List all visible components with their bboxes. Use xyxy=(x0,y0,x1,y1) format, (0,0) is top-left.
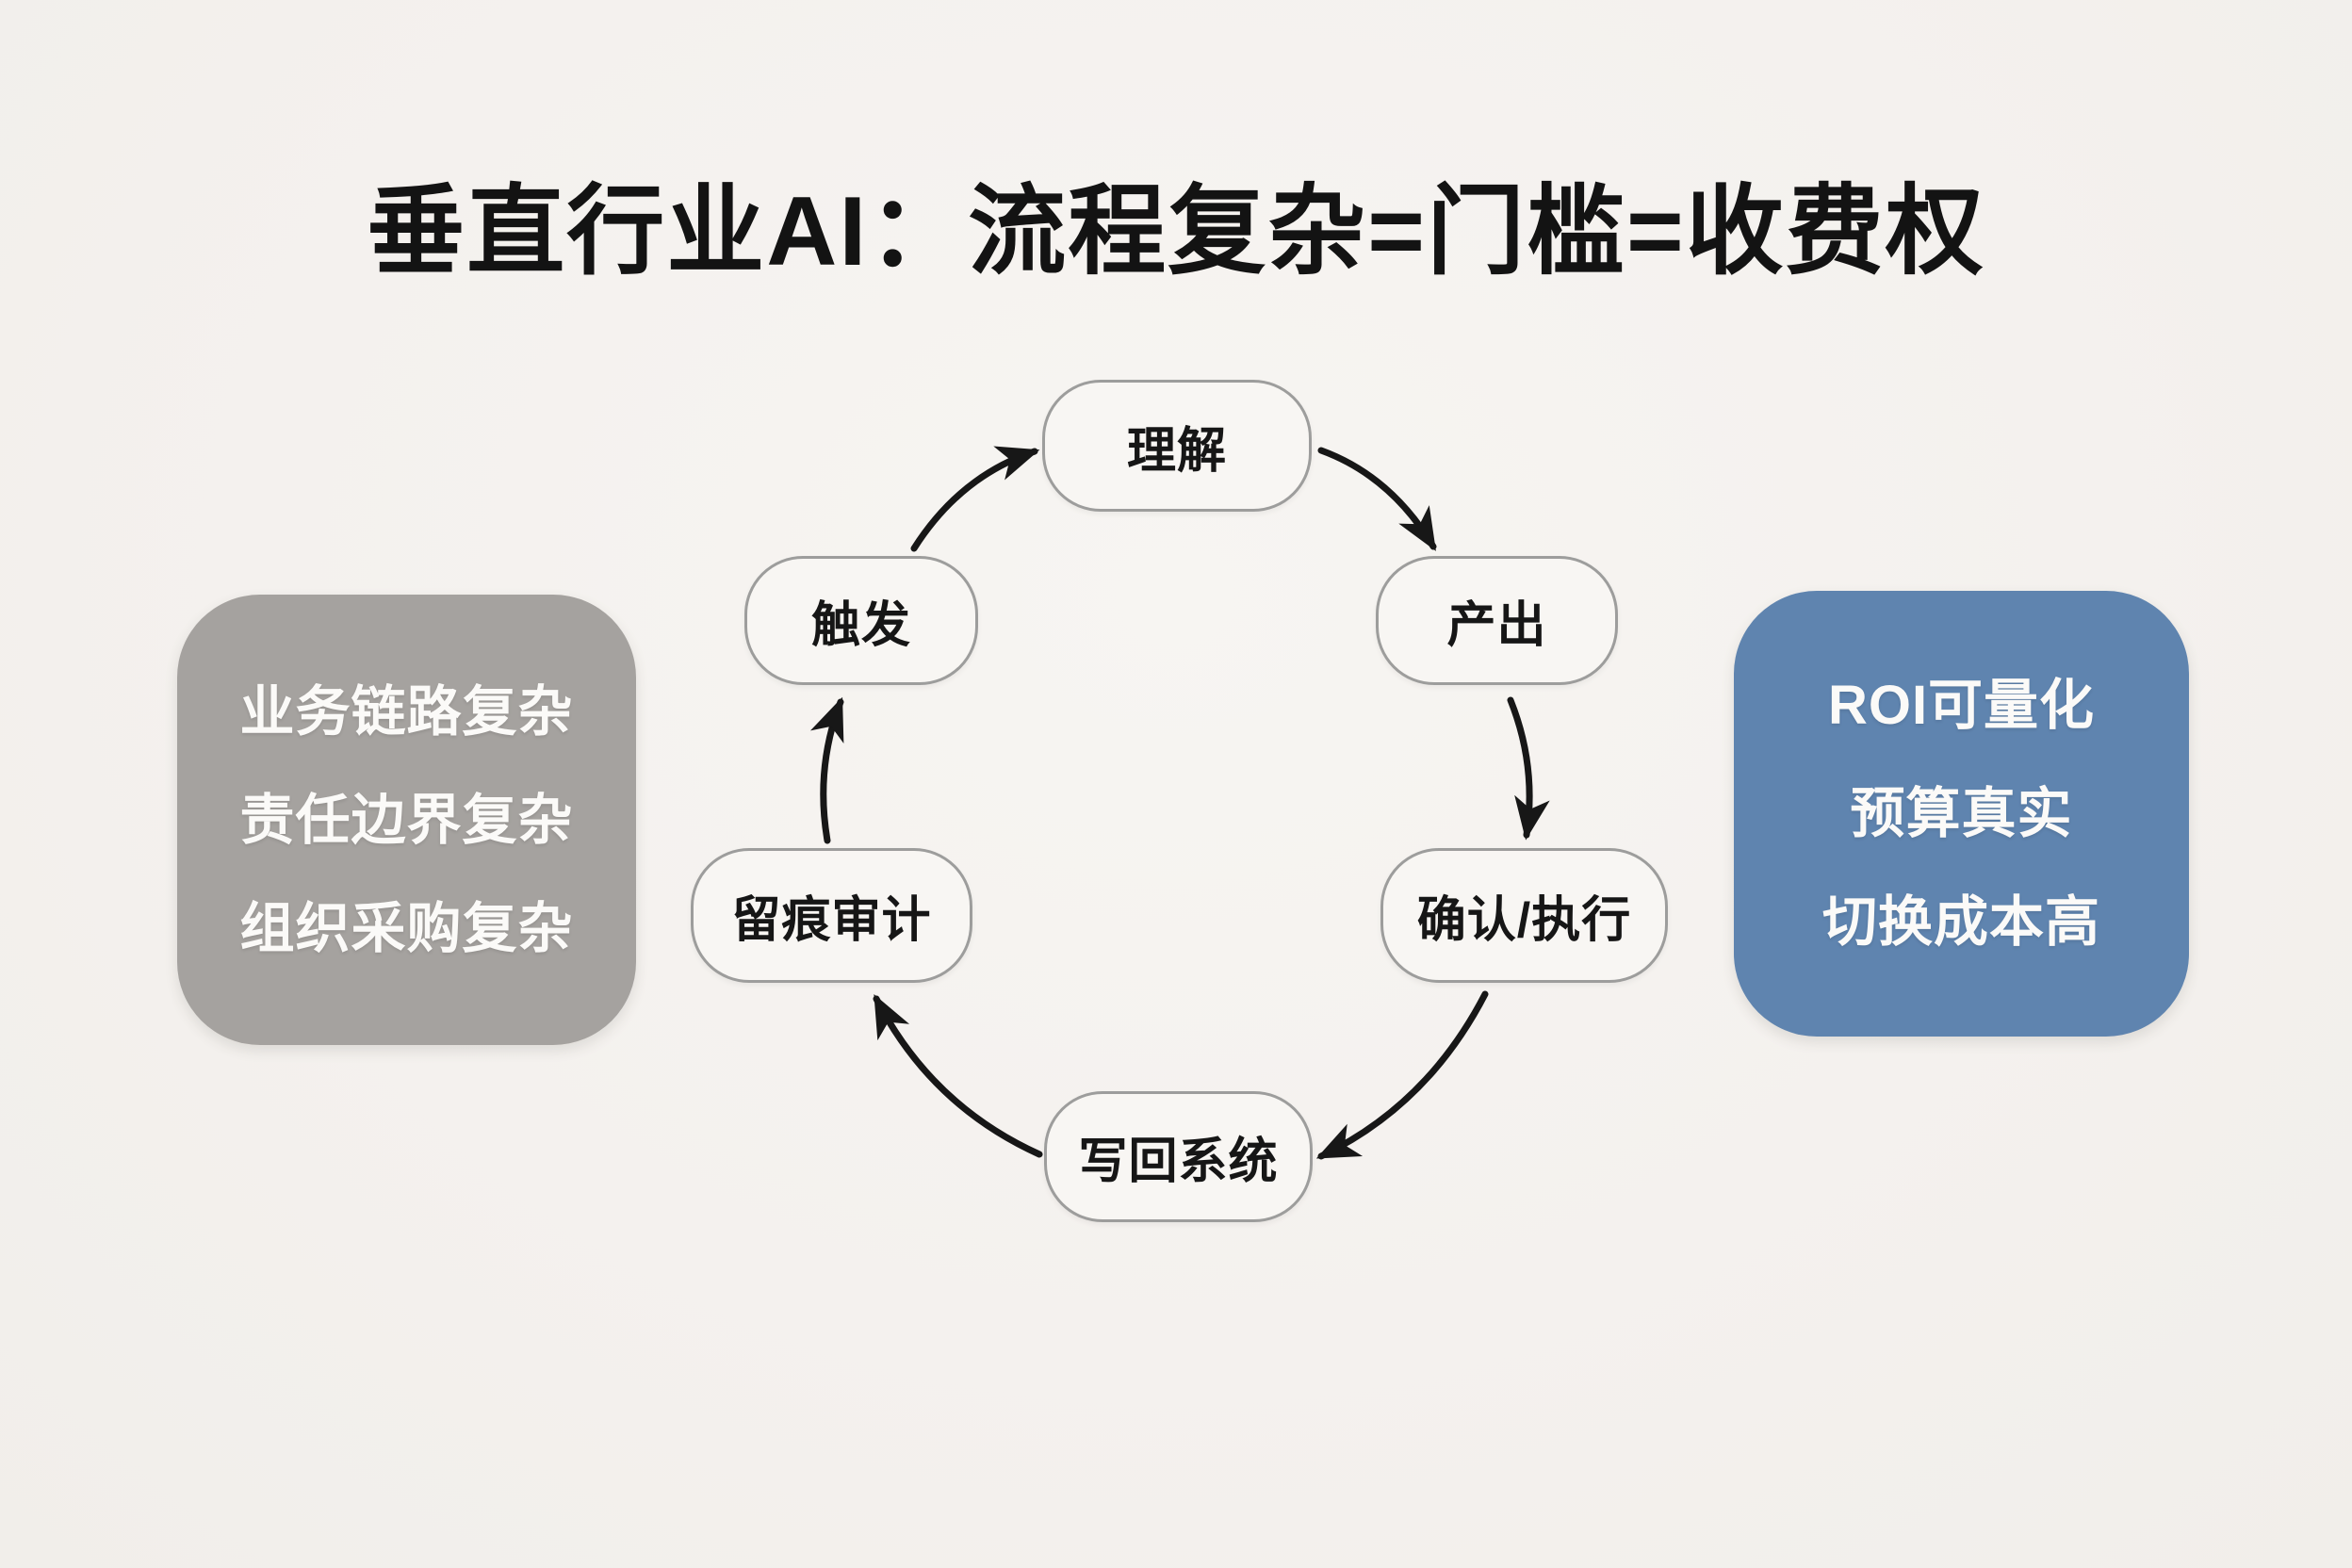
cycle-node-understand: 理解 xyxy=(1042,380,1312,512)
pain-point-line: 业务链路复杂 xyxy=(239,680,574,743)
arrow-audit-to-trigger xyxy=(809,696,844,844)
arrow-confirm-to-writeback xyxy=(1315,990,1489,1160)
arrow-output-to-confirm xyxy=(1507,696,1550,841)
cycle-node-label: 理解 xyxy=(1126,423,1227,479)
pain-point-line: 组织采购复杂 xyxy=(239,897,574,959)
cycle-node-audit-trail: 留痕审计 xyxy=(691,848,972,983)
cycle-node-label: 产出 xyxy=(1446,598,1547,653)
value-point-line: 切换成本高 xyxy=(1821,891,2100,953)
cycle-node-output: 产出 xyxy=(1376,556,1618,685)
page-title: 垂直行业AI：流程复杂=门槛=收费权 xyxy=(367,177,1985,286)
arrow-writeback-to-audit xyxy=(873,993,1043,1158)
cycle-node-writeback: 写回系统 xyxy=(1044,1091,1313,1222)
cycle-node-trigger: 触发 xyxy=(744,556,978,685)
value-point-line: 预算真实 xyxy=(1850,783,2073,844)
arrow-understand-to-output xyxy=(1317,447,1437,551)
pain-point-line: 责任边界复杂 xyxy=(239,789,574,851)
pain-points-panel: 业务链路复杂 责任边界复杂 组织采购复杂 xyxy=(177,595,636,1045)
cycle-node-label: 留痕审计 xyxy=(731,893,932,948)
value-point-line: ROI可量化 xyxy=(1827,675,2096,736)
arrow-trigger-to-understand xyxy=(910,446,1040,552)
cycle-node-label: 确认/执行 xyxy=(1416,893,1632,948)
cycle-node-confirm-execute: 确认/执行 xyxy=(1380,848,1668,983)
cycle-node-label: 写回系统 xyxy=(1078,1135,1279,1189)
value-points-panel: ROI可量化 预算真实 切换成本高 xyxy=(1734,591,2189,1037)
cycle-node-label: 触发 xyxy=(810,598,911,653)
